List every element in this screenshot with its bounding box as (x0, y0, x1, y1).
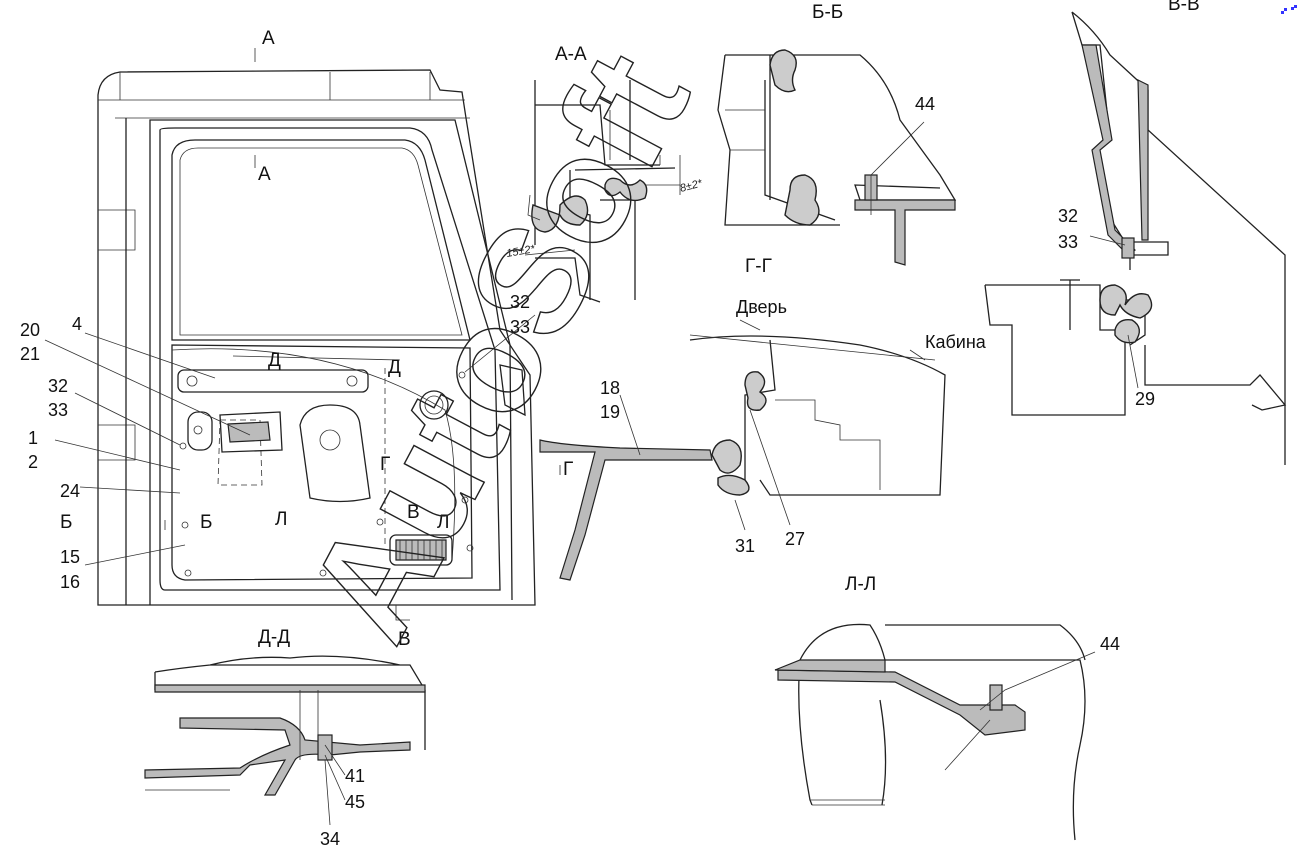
callout-29: 29 (1135, 389, 1155, 409)
section-bb (717, 49, 957, 266)
callout-45: 45 (345, 792, 365, 812)
callout-1: 1 (28, 428, 38, 448)
callout-31: 31 (735, 536, 755, 556)
corner-mark (1281, 5, 1297, 14)
callout-15: 15 (60, 547, 80, 567)
callout-34: 34 (320, 829, 340, 849)
dimension-15: 15±2* (505, 243, 536, 260)
section-title-vv: В-В (1168, 0, 1200, 15)
callout-4: 4 (72, 314, 82, 334)
section-dd (144, 655, 426, 826)
section-mark-g-left: Г (380, 454, 390, 475)
caption-door: Дверь (736, 297, 787, 317)
section-gg (539, 319, 946, 581)
section-mark-b-right: Б (200, 512, 212, 533)
section-title-bb: Б-Б (812, 2, 843, 23)
callout-16: 16 (60, 572, 80, 592)
callout-44-ll: 44 (1100, 634, 1120, 654)
callout-24: 24 (60, 481, 80, 501)
vv-leaders (1089, 235, 1139, 389)
section-mark-g-right: Г (563, 459, 573, 480)
callout-44-bb: 44 (915, 94, 935, 114)
callout-18: 18 (600, 378, 620, 398)
callout-33-vv: 33 (1058, 232, 1078, 252)
section-vv (984, 11, 1287, 465)
section-mark-l-left: Л (275, 509, 287, 530)
callout-32-left: 32 (48, 376, 68, 396)
section-title-ll: Л-Л (845, 574, 876, 595)
section-mark-d-left: Д (268, 350, 281, 371)
callout-21: 21 (20, 344, 40, 364)
section-mark-b-left: Б (60, 512, 72, 533)
section-title-dd: Д-Д (258, 627, 290, 648)
section-mark-v-bottom: В (398, 629, 411, 650)
section-mark-a-mid: А (258, 164, 271, 185)
section-title-gg: Г-Г (745, 256, 772, 277)
section-ll (774, 623, 1096, 841)
dimension-8: 8±2* (679, 177, 705, 195)
callout-33-door: 33 (510, 317, 530, 337)
callout-27: 27 (785, 529, 805, 549)
section-aa (524, 80, 681, 303)
door-main-view (97, 48, 561, 621)
section-mark-l-right: Л (437, 512, 449, 533)
section-mark-a-top: А (262, 28, 275, 49)
callout-2: 2 (28, 452, 38, 472)
callout-32-vv: 32 (1058, 206, 1078, 226)
callout-41: 41 (345, 766, 365, 786)
callout-32-door: 32 (510, 292, 530, 312)
callout-20: 20 (20, 320, 40, 340)
section-mark-d-right: Д (388, 357, 401, 378)
callout-leaders (44, 314, 536, 566)
callout-33-left: 33 (48, 400, 68, 420)
section-mark-v-top: В (407, 502, 420, 523)
section-title-aa: А-А (555, 44, 587, 65)
caption-cabin: Кабина (925, 332, 987, 352)
callout-19: 19 (600, 402, 620, 422)
